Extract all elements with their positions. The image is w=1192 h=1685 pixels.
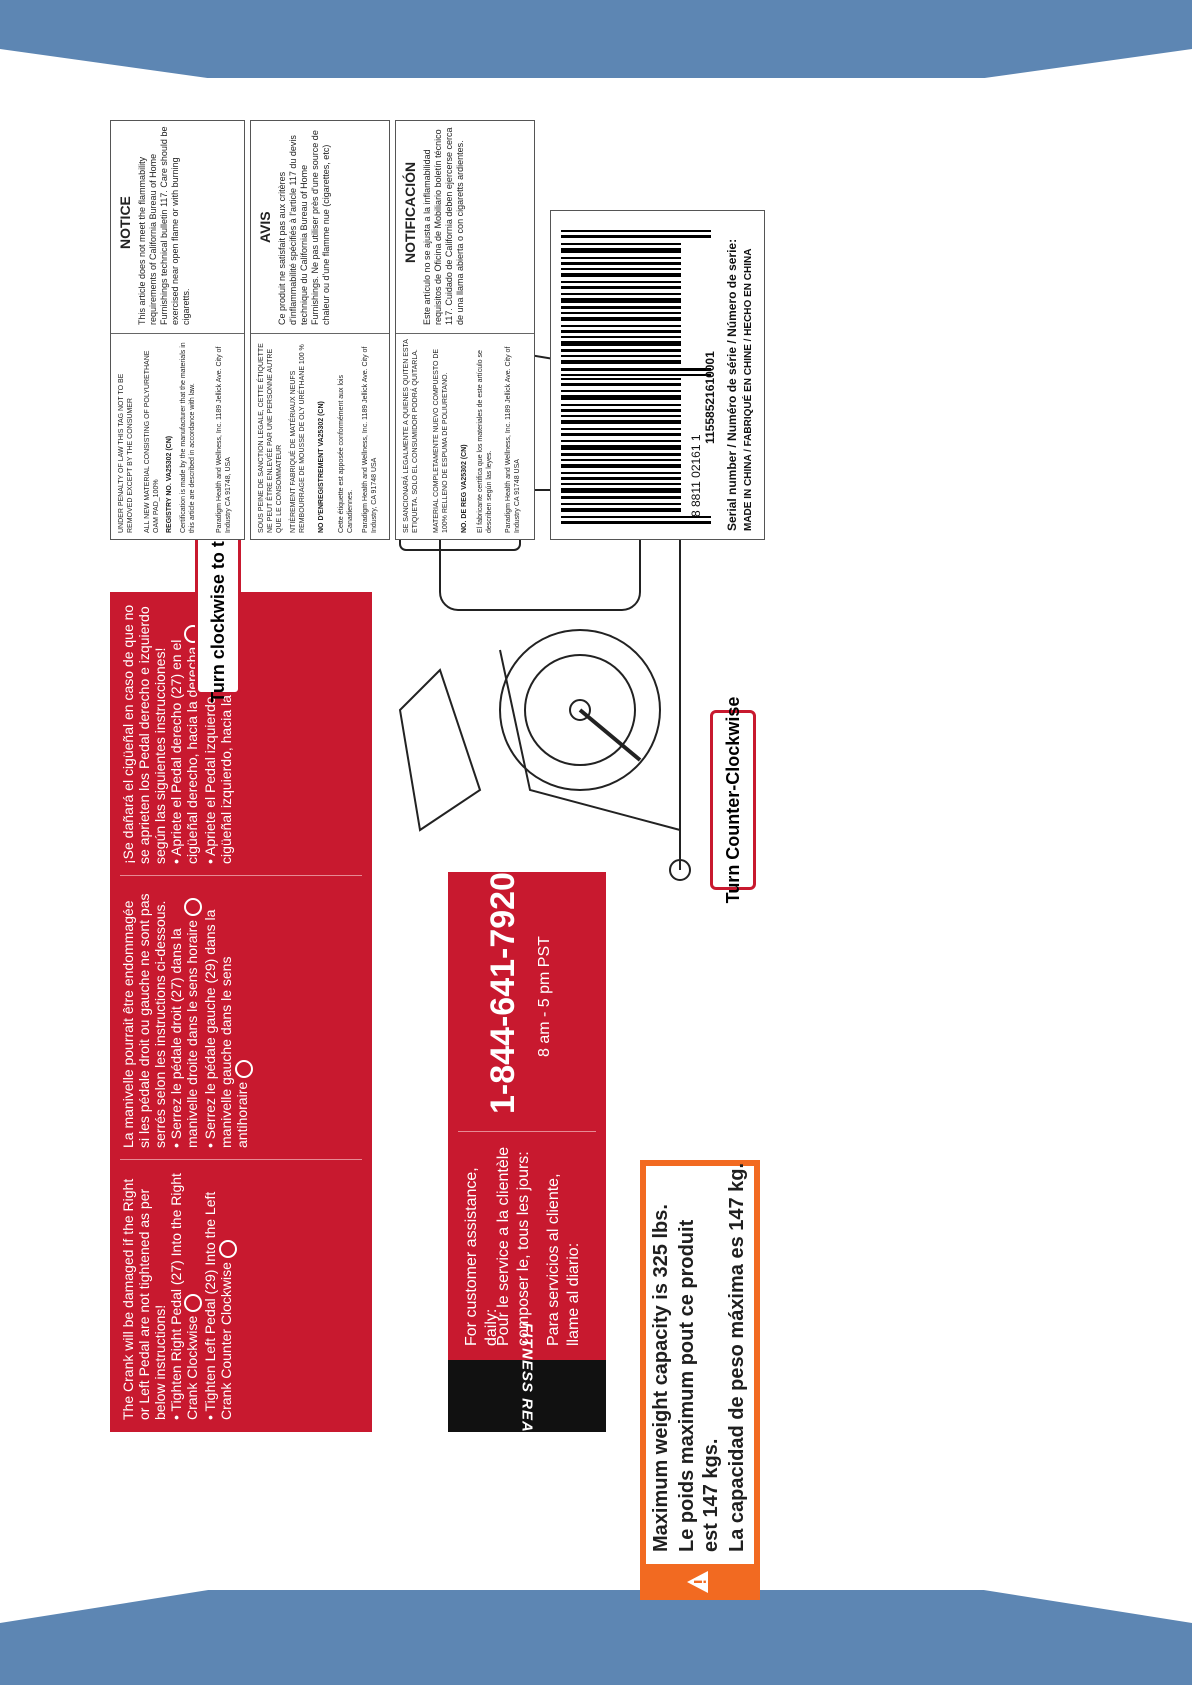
avis-left-4: Cette étiquette est apposée conformément…: [338, 375, 354, 533]
avis-left-1: SOUS PEINE DE SANCTION LEGALE, CETTE ÉTI…: [258, 343, 283, 533]
customer-service-es: Para servicios al cliente, llame al diar…: [545, 1173, 582, 1346]
clockwise-arrow-icon: [184, 1293, 203, 1312]
notice-left-1: UNDER PENALTY OF LAW THIS TAG NOT TO BE …: [118, 373, 134, 533]
rotated-label-sheet: Maximum weight capacity is 325 lbs. Le p…: [110, 110, 770, 1600]
top-banner: [0, 0, 1192, 78]
crank-es-column: ¡Se dañará el cigüeñal en caso de que no…: [120, 602, 362, 864]
notice-left-2: ALL NEW MATERIAL CONSISTING OF POLYURETH…: [144, 350, 160, 533]
avis-left-5: Paradigm Health and Wellness, Inc. 1189 …: [362, 346, 378, 533]
weight-capacity-warning: Maximum weight capacity is 325 lbs. Le p…: [640, 1160, 760, 1600]
brand-logo: FITNESS REALITY: [448, 1323, 606, 1469]
crank-fr-column: La manivelle pourrait être endommagée si…: [120, 888, 362, 1148]
notificacion-tag: SE SANCIONARÁ LEGALMENTE A QUIENES QUITE…: [395, 120, 535, 540]
notificacion-left-3: NO. DE REG VA25302 (CN): [461, 444, 468, 533]
customer-service-fr: Pour le service a la clientèle composer …: [495, 1146, 532, 1346]
serial-barcode-label: 8 8811 02161 1 11558521610001 Serial num…: [550, 210, 765, 540]
serial-label: Serial number / Numéro de série / Número…: [725, 238, 739, 531]
avis-left-3: NO D'ENREGISTREMENT VA25302 (CN): [318, 401, 325, 533]
tag-divider: [251, 333, 389, 334]
serial-number: 11558521610001: [703, 351, 717, 444]
notice-title: NOTICE: [117, 196, 133, 249]
warning-line-4: La capacidad de peso máxima es 147 kg.: [726, 1162, 748, 1552]
notice-left-5: Paradigm Health and Wellness, Inc. 1189 …: [216, 346, 232, 533]
barcode-digits: 8 8811 02161 1: [689, 434, 703, 517]
service-hours: 8 am - 5 pm PST: [536, 936, 553, 1057]
bottom-banner: [0, 1590, 1192, 1685]
barcode-graphic: [561, 230, 711, 524]
crank-instructions-box: The Crank will be damaged if the Right o…: [110, 592, 372, 1432]
crank-es-intro: ¡Se dañará el cigüeñal en caso de que no…: [120, 604, 168, 864]
crank-fr-intro: La manivelle pourrait être endommagée si…: [120, 893, 168, 1148]
customer-service-divider: [458, 1131, 596, 1132]
crank-fr-bullet-1: • Serrez le pédale droit (27) dans la ma…: [168, 888, 203, 1148]
warning-line-2: Le poids maximum pout ce produit: [676, 1219, 698, 1552]
crank-column-divider: [120, 875, 362, 876]
avis-tag: SOUS PEINE DE SANCTION LEGALE, CETTE ÉTI…: [250, 120, 390, 540]
notificacion-left-2: MATERIAL COMPLETAMENTE NUEVO COMPUESTO D…: [433, 348, 449, 533]
crank-column-divider: [120, 1159, 362, 1160]
warning-line-1: Maximum weight capacity is 325 lbs.: [650, 1204, 672, 1552]
tag-divider: [111, 333, 244, 334]
notificacion-left-1: SE SANCIONARÁ LEGALMENTE A QUIENES QUITE…: [403, 339, 419, 533]
crank-fr-bullet-2: • Serrez le pédale gauche (29) dans la m…: [202, 888, 253, 1148]
customer-service-box: FITNESS REALITY For customer assistance,…: [448, 872, 606, 1469]
warning-triangle-icon: [687, 1571, 708, 1593]
crank-en-bullet-2: • Tighten Left Pedal (29) Into the Left …: [202, 1170, 237, 1420]
counter-clockwise-callout: Turn Counter-Clockwise: [710, 697, 756, 903]
notificacion-text: Este artículo no se ajusta a la inflamab…: [422, 127, 465, 325]
crank-en-column: The Crank will be damaged if the Right o…: [120, 1170, 362, 1420]
notificacion-left-4: El fabricante certifica que los material…: [477, 350, 493, 533]
counter-clockwise-arrow-icon: [234, 1059, 253, 1078]
origin-label: MADE IN CHINA / FABRIQUÉ EN CHINE / HECH…: [743, 248, 754, 531]
avis-title: AVIS: [257, 211, 273, 243]
notice-left-3: REGISTRY NO. VA25302 (CN): [166, 435, 173, 533]
notice-text: This article does not meet the flammabil…: [137, 126, 191, 325]
crank-en-bullet-1: • Tighten Right Pedal (27) Into the Righ…: [168, 1170, 203, 1420]
notificacion-title: NOTIFICACIÓN: [402, 161, 418, 263]
crank-en-intro: The Crank will be damaged if the Right o…: [120, 1178, 168, 1420]
tag-divider: [396, 333, 534, 334]
warning-line-3: est 147 kgs.: [700, 1438, 722, 1552]
notice-left-4: Certification is made by the manufacture…: [180, 342, 196, 533]
avis-left-2: NTIÈREMENT FABRIQUÉ DE MATÉRIAUX NEUFS R…: [290, 344, 306, 533]
counter-clockwise-arrow-icon: [218, 1240, 237, 1259]
notice-tag: UNDER PENALTY OF LAW THIS TAG NOT TO BE …: [110, 120, 245, 540]
clockwise-arrow-icon: [184, 897, 203, 916]
avis-text: Ce produit ne satisfait pas aux critères…: [277, 130, 331, 325]
notificacion-left-5: Paradigm Health and Wellness, Inc. 1189 …: [505, 346, 521, 533]
